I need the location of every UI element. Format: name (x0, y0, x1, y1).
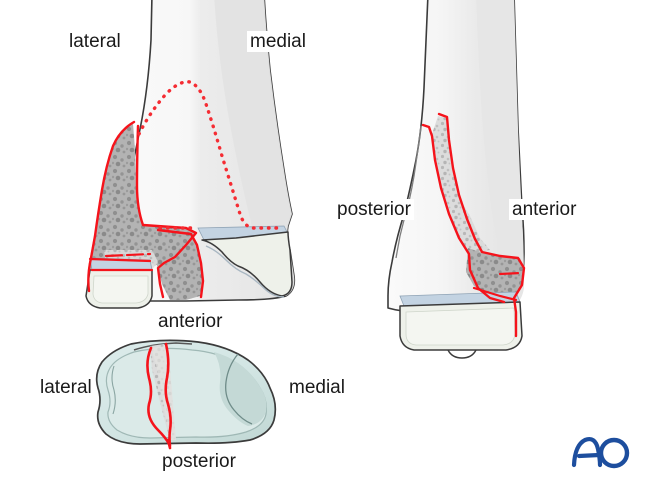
axial-medial-notch-line (225, 353, 253, 425)
ao-logo-a-crossbar (576, 452, 602, 459)
axial-anterior-rim (133, 342, 193, 351)
ap-fracture-line-main (87, 120, 198, 299)
ao-foundation-logo (571, 436, 630, 469)
axial-lateral-lobe-line (111, 365, 116, 415)
ap-medial-articular-inner-line (205, 245, 285, 298)
ap-fracture-dotted-projection (137, 80, 284, 230)
ap-fracture-line-wedge (156, 228, 205, 299)
lateral-view-group (387, 0, 526, 359)
ao-logo-o-glyph (598, 437, 630, 469)
ap-medial-cortical-shading (214, 0, 295, 296)
axial-medial-shading (214, 352, 267, 426)
label-ap-medial: medial (247, 31, 309, 52)
lat-fragment-band (432, 116, 480, 254)
label-axial-anterior: anterior (155, 311, 226, 332)
ao-logo-a-glyph (571, 436, 603, 468)
ap-lateral-articular-highlight (92, 275, 149, 304)
ap-fracture-line-trabecular (104, 252, 152, 258)
label-lateral-posterior: posterior (334, 199, 414, 220)
lat-anterior-cortical-shading (476, 0, 524, 304)
axial-fracture-line-left (146, 346, 171, 446)
label-axial-medial: medial (286, 377, 348, 398)
lat-articular-foot (447, 349, 477, 359)
lat-distal-cancellous-wedge (466, 248, 524, 300)
lat-fracture-line-distal-edge (472, 286, 518, 302)
label-ap-lateral: lateral (66, 31, 124, 52)
ap-displaced-wedge (156, 232, 202, 300)
lat-articular-highlight (405, 307, 516, 346)
axial-fracture-line-exit (166, 438, 172, 450)
axial-view-group (95, 339, 277, 450)
ap-view-group (85, 0, 296, 309)
lat-fracture-line-anterior (437, 112, 526, 338)
label-axial-lateral: lateral (37, 377, 95, 398)
ap-medial-articular-body (201, 231, 293, 297)
ap-fracture-line-articular-edge (88, 257, 154, 272)
label-axial-posterior: posterior (159, 451, 239, 472)
lat-fracture-line-transverse (498, 271, 522, 276)
label-lateral-anterior: anterior (509, 199, 580, 220)
axial-fracture-line-right (164, 342, 172, 448)
